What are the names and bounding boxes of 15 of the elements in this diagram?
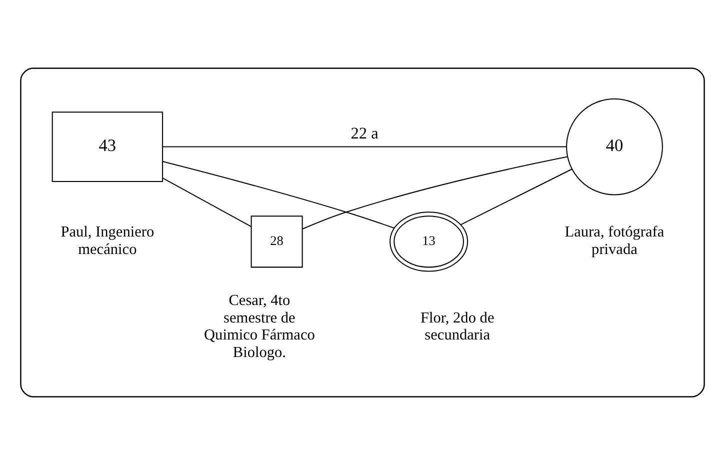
node-label: Laura, fotógrafa privada	[564, 223, 664, 258]
node-label: Cesar, 4to semestre de Quimico Fármaco Biologo.	[204, 291, 315, 360]
node-box: 28	[250, 215, 303, 268]
cluster	[20, 67, 705, 397]
connector	[302, 156, 568, 229]
node-label: Paul, Ingeniero mecánico	[60, 223, 154, 258]
connector	[162, 160, 394, 228]
connector	[162, 177, 252, 227]
node-circle: 40	[566, 98, 663, 195]
node-label: Flor, 2do de secundaria	[420, 308, 494, 344]
edge-label: 22 a	[350, 122, 378, 142]
connector	[162, 146, 566, 147]
connector	[460, 168, 572, 225]
node-box: 43	[52, 111, 164, 182]
node-ellipse: 13	[390, 211, 468, 272]
